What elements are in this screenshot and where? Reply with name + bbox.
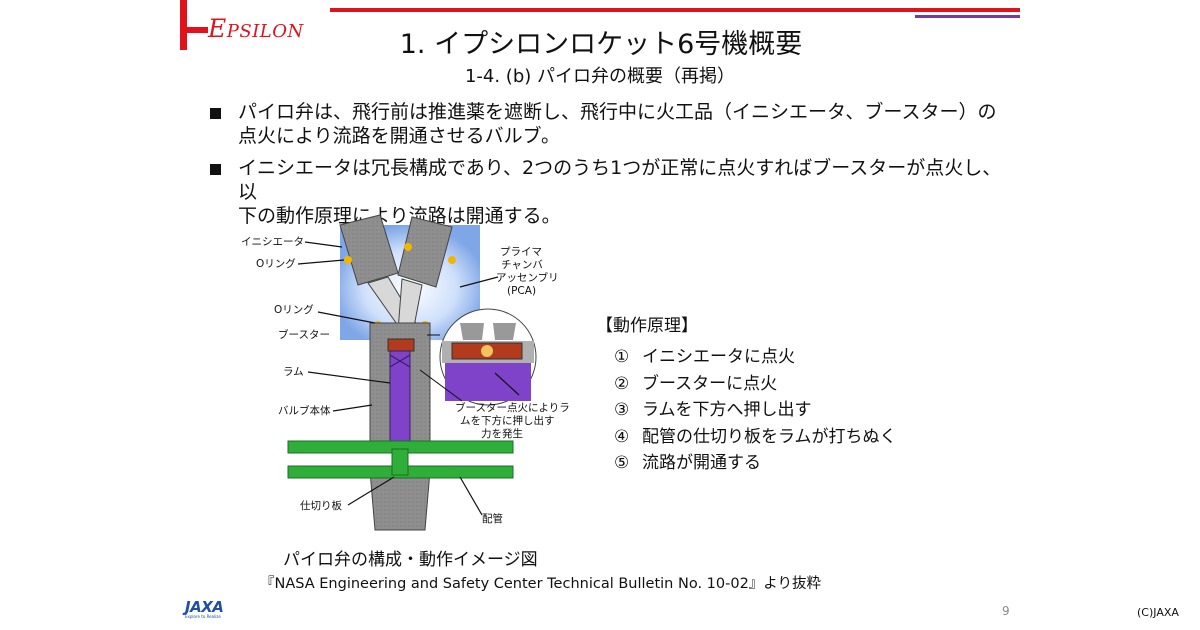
oring-icon (404, 243, 412, 251)
bullet-line: イニシエータは冗長構成であり、2つのうち1つが正常に点火すればブースターが点火し… (238, 157, 1002, 203)
label-primer-4: (PCA) (507, 285, 536, 297)
pipe (287, 440, 514, 479)
page-title-text: 1. イプシロンロケット6号機概要 (399, 29, 803, 60)
bullet-item: イニシエータは冗長構成であり、2つのうち1つが正常に点火すればブースターが点火し… (210, 156, 1010, 228)
step-number: ① (614, 347, 630, 367)
step-text: 配管の仕切り板をラムが打ちぬく (642, 426, 897, 447)
header-rule-red (330, 8, 1020, 12)
principle-heading: 【動作原理】 (596, 316, 698, 336)
step-number: ③ (614, 400, 630, 420)
copyright-notice: (C)JAXA (1137, 606, 1179, 619)
label-valve-body: バルブ本体 (278, 404, 331, 417)
principle-step: ① イニシエータに点火 (596, 344, 926, 371)
bullet-line: 下の動作原理により流路は開通する。 (238, 205, 561, 227)
epsilon-logo: EPSILON (178, 0, 328, 56)
label-oring-top: Oリング (256, 257, 296, 270)
logo-letter: E (208, 14, 227, 43)
label-primer-2: チャンバ (501, 259, 543, 271)
jaxa-tagline: Explore to Realize (185, 614, 221, 619)
step-text: イニシエータに点火 (642, 347, 795, 367)
step-text: 流路が開通する (642, 453, 761, 473)
force-arrow (419, 369, 463, 402)
page-number: 9 (1002, 604, 1010, 618)
page-subtitle: 1-4. (b) パイロ弁の概要（再掲） (464, 66, 736, 87)
oring-icon (344, 256, 352, 264)
step-number: ④ (614, 426, 630, 447)
step-number: ⑤ (614, 453, 630, 473)
logo-text: EPSILON (208, 14, 304, 43)
booster-detail-inset (439, 308, 537, 406)
booster-block (387, 338, 415, 352)
logo-bar-horizontal (180, 27, 208, 33)
label-booster: ブースター (278, 328, 330, 341)
step-number: ② (614, 373, 630, 394)
label-pipe: 配管 (482, 512, 503, 525)
bullet-line: 点火により流路を開通させるバルブ。 (238, 125, 561, 147)
oring-icon (448, 256, 456, 264)
step-text: ラムを下方へ押し出す (642, 400, 812, 420)
bullet-square-icon (210, 164, 221, 175)
label-oring-mid: Oリング (274, 303, 314, 316)
label-primer-3: アッセンブリ (496, 271, 559, 284)
jaxa-wordmark: JAXA (185, 598, 224, 616)
label-ram: ラム (283, 366, 304, 378)
figure-source: 『NASA Engineering and Safety Center Tech… (260, 576, 822, 592)
label-partition: 仕切り板 (300, 499, 342, 512)
principle-step: ④ 配管の仕切り板をラムが打ちぬく (596, 424, 926, 451)
figure-caption: パイロ弁の構成・動作イメージ図 (283, 550, 538, 570)
label-force-1: ブースター点火によりラ (455, 401, 570, 414)
page-title: 1. イプシロンロケット6号機概要 (0, 22, 1200, 61)
step-text: ブースターに点火 (642, 373, 778, 394)
principle-step: ② ブースターに点火 (596, 371, 926, 398)
label-force-3: 力を発生 (481, 427, 523, 440)
label-force-2: ムを下方に押し出す (460, 414, 555, 427)
logo-bar-vertical (180, 0, 187, 50)
bullet-list: パイロ弁は、飛行前は推進薬を遮断し、飛行中に火工品（イニシエータ、ブースター）の… (210, 100, 1010, 236)
force-arrow (494, 372, 520, 396)
bullet-line: パイロ弁は、飛行前は推進薬を遮断し、飛行中に火工品（イニシエータ、ブースター）の (238, 101, 997, 123)
bullet-item: パイロ弁は、飛行前は推進薬を遮断し、飛行中に火工品（イニシエータ、ブースター）の… (210, 100, 1010, 148)
header-rule-purple (915, 15, 1020, 18)
pyro-valve-diagram: イニシエータ Oリング プライマ チャンバ アッセンブリ (PCA) Oリング … (241, 214, 570, 531)
principle-step: ③ ラムを下方へ押し出す (596, 397, 926, 424)
jaxa-logo: JAXA Explore to Realize (185, 598, 245, 624)
logo-rest: PSILON (226, 21, 304, 42)
label-primer-1: プライマ (500, 246, 542, 258)
label-initiator: イニシエータ (241, 236, 304, 248)
principle-step: ⑤ 流路が開通する (596, 450, 926, 477)
bullet-square-icon (210, 108, 221, 119)
